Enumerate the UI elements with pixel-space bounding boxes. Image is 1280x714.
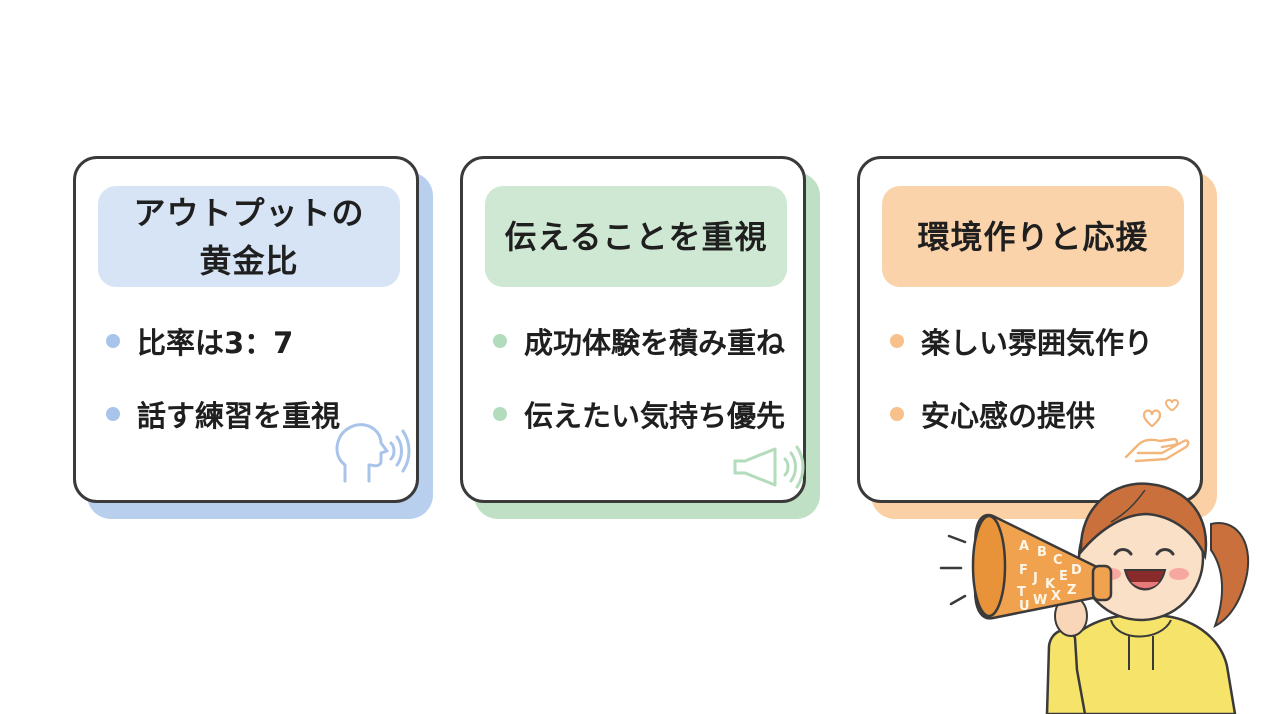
megaphone-letter: D <box>1071 563 1082 578</box>
bullet-item: 成功体験を積み重ね <box>493 321 785 361</box>
card-body: 環境作りと応援 楽しい雰囲気作り 安心感の提供 <box>857 156 1203 503</box>
bullet-dot-icon <box>493 407 507 421</box>
megaphone-letter: A <box>1019 539 1029 554</box>
megaphone-letter: F <box>1019 563 1028 578</box>
megaphone-letter: C <box>1053 553 1063 568</box>
megaphone-letter: B <box>1037 545 1047 560</box>
card-title-line-2: 黄金比 <box>199 241 299 280</box>
megaphone-letter: U <box>1019 599 1030 614</box>
bullet-text: 安心感の提供 <box>921 399 1096 433</box>
card-title: 伝えることを重視 <box>485 186 787 287</box>
megaphone-letter: J <box>1032 571 1038 586</box>
bullet-item: 楽しい雰囲気作り <box>890 321 1153 361</box>
bullet-text: 伝えたい気持ち優先 <box>524 399 786 433</box>
bullet-dot-icon <box>106 407 120 421</box>
bullet-list: 成功体験を積み重ね 伝えたい気持ち優先 <box>493 321 785 467</box>
speaking-head-icon <box>335 423 411 483</box>
card-body: 伝えることを重視 成功体験を積み重ね 伝えたい気持ち優先 <box>460 156 806 503</box>
megaphone-icon <box>733 445 805 489</box>
bullet-item: 伝えたい気持ち優先 <box>493 394 785 434</box>
bullet-dot-icon <box>493 334 507 348</box>
megaphone-letter: K <box>1045 577 1056 592</box>
card-title: アウトプットの 黄金比 <box>98 186 400 287</box>
bullet-text: 楽しい雰囲気作り <box>921 326 1154 360</box>
bullet-dot-icon <box>890 407 904 421</box>
bullet-text: 比率は3：7 <box>137 326 294 360</box>
girl-with-megaphone-illustration: A B C D E F J K T U W X Z <box>939 482 1250 714</box>
bullet-item: 比率は3：7 <box>106 321 340 361</box>
hand-hearts-icon <box>1124 399 1190 463</box>
bullet-text: 成功体験を積み重ね <box>524 326 786 360</box>
card-title-line-1: アウトプットの <box>133 193 365 232</box>
bullet-item: 安心感の提供 <box>890 394 1153 434</box>
bullet-dot-icon <box>890 334 904 348</box>
bullet-item: 話す練習を重視 <box>106 394 340 434</box>
bullet-dot-icon <box>106 334 120 348</box>
megaphone-letter: W <box>1033 593 1047 608</box>
megaphone-letter: E <box>1059 569 1068 584</box>
bullet-list: 楽しい雰囲気作り 安心感の提供 <box>890 321 1153 467</box>
bullet-text: 話す練習を重視 <box>137 399 341 433</box>
megaphone-letter: T <box>1017 585 1026 600</box>
megaphone-letter: Z <box>1067 583 1076 598</box>
bullet-list: 比率は3：7 話す練習を重視 <box>106 321 340 467</box>
card-title: 環境作りと応援 <box>882 186 1184 287</box>
card-body: アウトプットの 黄金比 比率は3：7 話す練習を重視 <box>73 156 419 503</box>
megaphone-letter: X <box>1051 589 1061 604</box>
